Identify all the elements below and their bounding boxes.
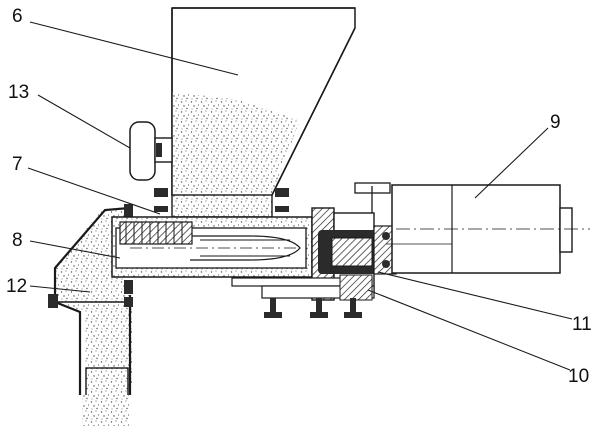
part-label-6: 6 xyxy=(12,6,23,27)
motor xyxy=(386,184,590,274)
hopper xyxy=(171,7,356,218)
part-label-12: 12 xyxy=(6,276,27,297)
part-label-9: 9 xyxy=(550,112,561,133)
part-label-13: 13 xyxy=(8,82,29,103)
leader-lines xyxy=(27,21,573,371)
vibrator-knob xyxy=(129,121,173,181)
part-label-8: 8 xyxy=(12,230,23,251)
part-label-10: 10 xyxy=(568,366,589,387)
motor-bracket xyxy=(231,182,391,318)
auger-flights xyxy=(119,221,193,245)
part-label-7: 7 xyxy=(12,154,23,175)
part-label-11: 11 xyxy=(572,314,592,335)
side-bolts xyxy=(48,204,133,308)
flange-bolts xyxy=(154,188,289,212)
